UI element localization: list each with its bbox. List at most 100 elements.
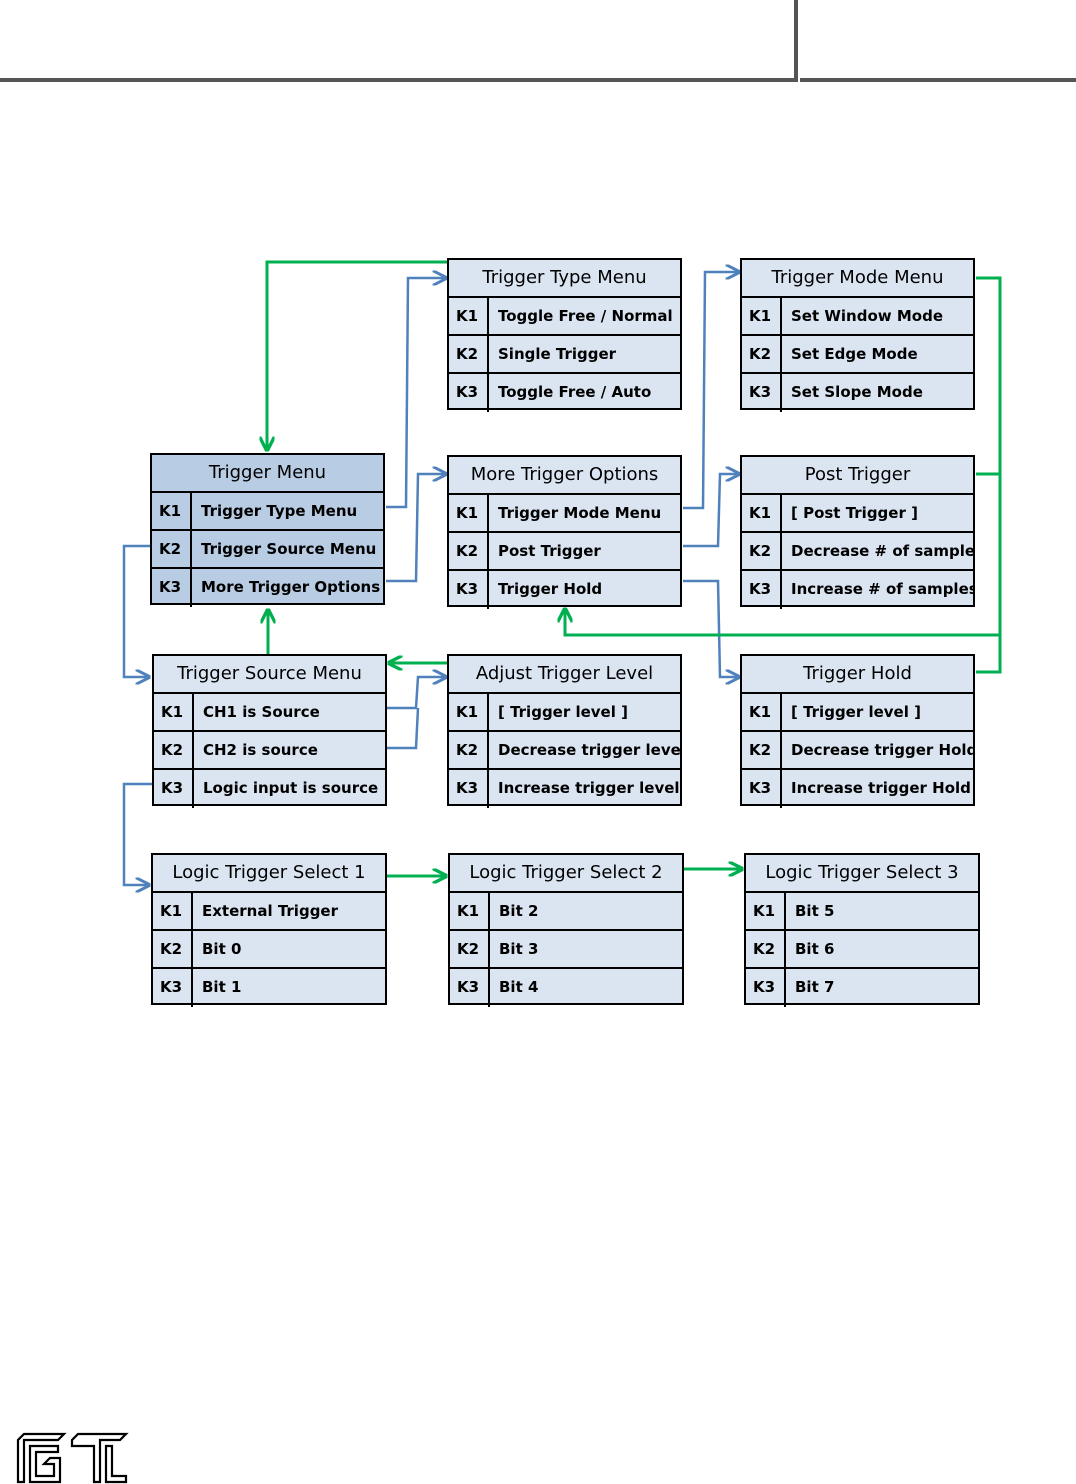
logic-trigger-select-1-title: Logic Trigger Select 1 — [153, 855, 385, 893]
arrow-to-more-options — [386, 474, 446, 583]
row-key: K1 — [154, 694, 194, 730]
adjust-trigger-level-title: Adjust Trigger Level — [449, 656, 680, 694]
trigger-hold-row-3: K3 Increase trigger Hold — [742, 770, 973, 808]
row-label: CH1 is Source — [203, 703, 320, 721]
arrow-ch2-to-adjust — [386, 707, 420, 750]
header-rule-divider — [794, 0, 798, 82]
company-logo-icon — [16, 1432, 129, 1484]
back-type-to-trigger-menu — [267, 260, 448, 450]
row-key: K1 — [449, 694, 489, 730]
row-label: Trigger Source Menu — [201, 540, 377, 558]
row-label: Increase trigger level — [498, 779, 680, 797]
row-label: CH2 is source — [203, 741, 318, 759]
trigger-hold-row-1: K1 [ Trigger level ] — [742, 694, 973, 732]
row-label: Set Window Mode — [791, 307, 943, 325]
trigger-menu-title: Trigger Menu — [152, 455, 383, 493]
row-key: K1 — [742, 495, 782, 531]
row-label: Bit 3 — [499, 940, 539, 958]
row-key: K3 — [746, 969, 786, 1007]
more-trigger-options-title: More Trigger Options — [449, 457, 680, 495]
trigger-mode-menu-title: Trigger Mode Menu — [742, 260, 973, 298]
row-label: Toggle Free / Auto — [498, 383, 652, 401]
row-key: K2 — [153, 931, 193, 967]
post-trigger-title: Post Trigger — [742, 457, 973, 495]
arrow-to-logic-1 — [122, 782, 153, 885]
trigger-source-menu-row-2: K2 CH2 is source — [154, 732, 385, 770]
row-label: Single Trigger — [498, 345, 617, 363]
row-key: K1 — [449, 298, 489, 334]
row-key: K2 — [449, 533, 489, 569]
row-key: K1 — [153, 893, 193, 929]
more-trigger-options-row-2: K2 Post Trigger — [449, 533, 680, 571]
back-sub-to-more-options — [565, 276, 1002, 674]
header-rule-left — [0, 78, 794, 82]
row-label: [ Trigger level ] — [498, 703, 628, 721]
row-label: [ Post Trigger ] — [791, 504, 918, 522]
row-label: Bit 2 — [499, 902, 539, 920]
row-key: K3 — [449, 571, 489, 609]
row-key: K2 — [450, 931, 490, 967]
row-key: K1 — [449, 495, 489, 531]
row-label: Post Trigger — [498, 542, 601, 560]
row-key: K2 — [746, 931, 786, 967]
row-label: Trigger Hold — [498, 580, 603, 598]
logic-trigger-select-3-title: Logic Trigger Select 3 — [746, 855, 978, 893]
row-key: K3 — [449, 770, 489, 808]
row-label: Trigger Type Menu — [201, 502, 358, 520]
row-key: K3 — [742, 770, 782, 808]
arrow-to-trigger-hold — [683, 579, 739, 677]
row-key: K3 — [450, 969, 490, 1007]
arrow-to-trigger-type — [386, 278, 446, 509]
row-key: K2 — [154, 732, 194, 768]
more-trigger-options-row-3: K3 Trigger Hold — [449, 571, 680, 609]
post-trigger-row-1: K1 [ Post Trigger ] — [742, 495, 973, 533]
row-label: Set Edge Mode — [791, 345, 918, 363]
row-key: K2 — [152, 531, 192, 567]
row-label: Increase trigger Hold — [791, 779, 971, 797]
header-rule-right — [800, 78, 1076, 82]
row-key: K1 — [742, 298, 782, 334]
arrow-to-trigger-source — [122, 544, 151, 677]
row-label: Bit 7 — [795, 978, 835, 996]
row-label: Decrease trigger level — [498, 741, 680, 759]
row-label: Decrease trigger Hold — [791, 741, 973, 759]
row-key: K3 — [742, 374, 782, 412]
row-key: K1 — [742, 694, 782, 730]
trigger-type-menu-row-2: K2 Single Trigger — [449, 336, 680, 374]
row-key: K2 — [449, 336, 489, 372]
trigger-hold-title: Trigger Hold — [742, 656, 973, 694]
row-label: Set Slope Mode — [791, 383, 923, 401]
row-key: K2 — [742, 732, 782, 768]
row-key: K3 — [152, 569, 192, 607]
logic-trigger-select-2-title: Logic Trigger Select 2 — [450, 855, 682, 893]
row-label: Decrease # of samples — [791, 542, 973, 560]
logic-trigger-select-2-row-2: K2 Bit 3 — [450, 931, 682, 969]
arrow-ch1-to-adjust — [386, 677, 446, 710]
row-label: [ Trigger level ] — [791, 703, 921, 721]
